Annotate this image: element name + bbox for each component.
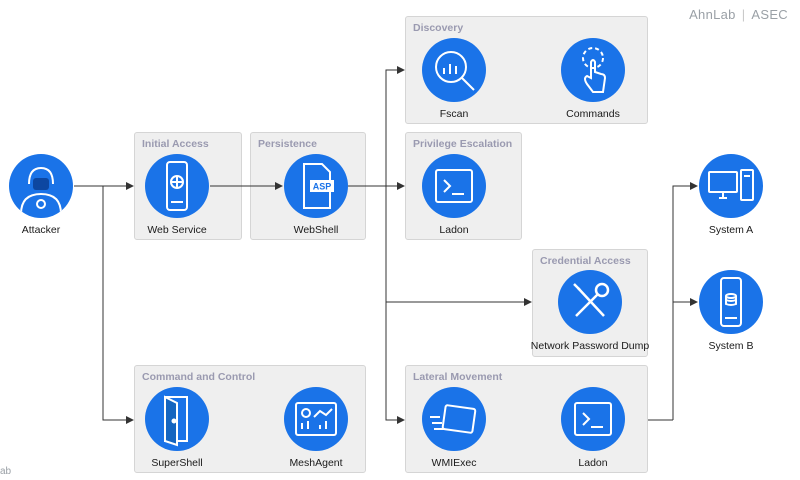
node-webshell: ASP WebShell: [256, 154, 376, 236]
server-globe-icon: [145, 154, 209, 218]
cropped-edge-text: ab: [0, 466, 12, 477]
node-label-webshell: WebShell: [293, 224, 339, 236]
arrow-to-discovery: [385, 66, 405, 186]
panel-title-discovery: Discovery: [413, 22, 464, 34]
node-network-password-dump: Network Password Dump: [530, 270, 650, 352]
arrow-to-lateral-movement: [385, 302, 405, 424]
node-label-fscan: Fscan: [439, 108, 469, 120]
magnifier-chart-icon: [422, 38, 486, 102]
arrow-to-system-a: [672, 182, 698, 420]
node-attacker: Attacker: [0, 154, 101, 236]
node-web-service: Web Service: [117, 154, 237, 236]
node-label-meshagent: MeshAgent: [289, 457, 343, 469]
node-label-system-a: System A: [708, 224, 754, 236]
node-meshagent: MeshAgent: [256, 387, 376, 469]
panel-title-credential-access: Credential Access: [540, 255, 631, 267]
desktop-icon: [699, 154, 763, 218]
node-system-a: System A: [671, 154, 791, 236]
panel-title-persistence: Persistence: [258, 138, 317, 150]
node-label-web-service: Web Service: [147, 224, 207, 236]
node-wmiexec: WMIExec: [394, 387, 514, 469]
remote-icon: [422, 387, 486, 451]
node-label-commands: Commands: [566, 108, 620, 120]
node-label-system-b: System B: [708, 340, 754, 352]
dashboard-icon: [284, 387, 348, 451]
logo-division: ASEC: [751, 7, 788, 22]
terminal-icon: [422, 154, 486, 218]
svg-text:ASP: ASP: [313, 182, 332, 192]
logo-brand: AhnLab: [689, 7, 736, 22]
node-label-network-password-dump: Network Password Dump: [530, 340, 650, 352]
terminal-icon: [561, 387, 625, 451]
hacker-icon: [9, 154, 73, 218]
panel-title-initial-access: Initial Access: [142, 138, 209, 150]
touch-gear-icon: [561, 38, 625, 102]
panel-title-privilege-escalation: Privilege Escalation: [413, 138, 513, 150]
node-label-ladon-lateral-movement: Ladon: [578, 457, 608, 469]
server-icon: [699, 270, 763, 334]
node-label-wmiexec: WMIExec: [431, 457, 477, 469]
node-label-attacker: Attacker: [21, 224, 61, 236]
node-system-b: System B: [671, 270, 791, 352]
node-ladon-privilege-escalation: Ladon: [394, 154, 514, 236]
ahnlab-asec-logo: AhnLab|ASEC: [689, 7, 788, 22]
node-fscan: Fscan: [394, 38, 514, 120]
panel-title-command-and-control: Command and Control: [142, 371, 256, 383]
tools-icon: [558, 270, 622, 334]
asp-file-icon: ASP: [284, 154, 348, 218]
node-label-ladon-privilege-escalation: Ladon: [439, 224, 469, 236]
node-supershell: SuperShell: [117, 387, 237, 469]
node-commands: Commands: [533, 38, 653, 120]
panel-title-lateral-movement: Lateral Movement: [413, 371, 503, 383]
node-ladon-lateral-movement: Ladon: [533, 387, 653, 469]
door-icon: [145, 387, 209, 451]
arrow-attacker-to-supershell: [102, 186, 134, 424]
node-label-supershell: SuperShell: [151, 457, 203, 469]
